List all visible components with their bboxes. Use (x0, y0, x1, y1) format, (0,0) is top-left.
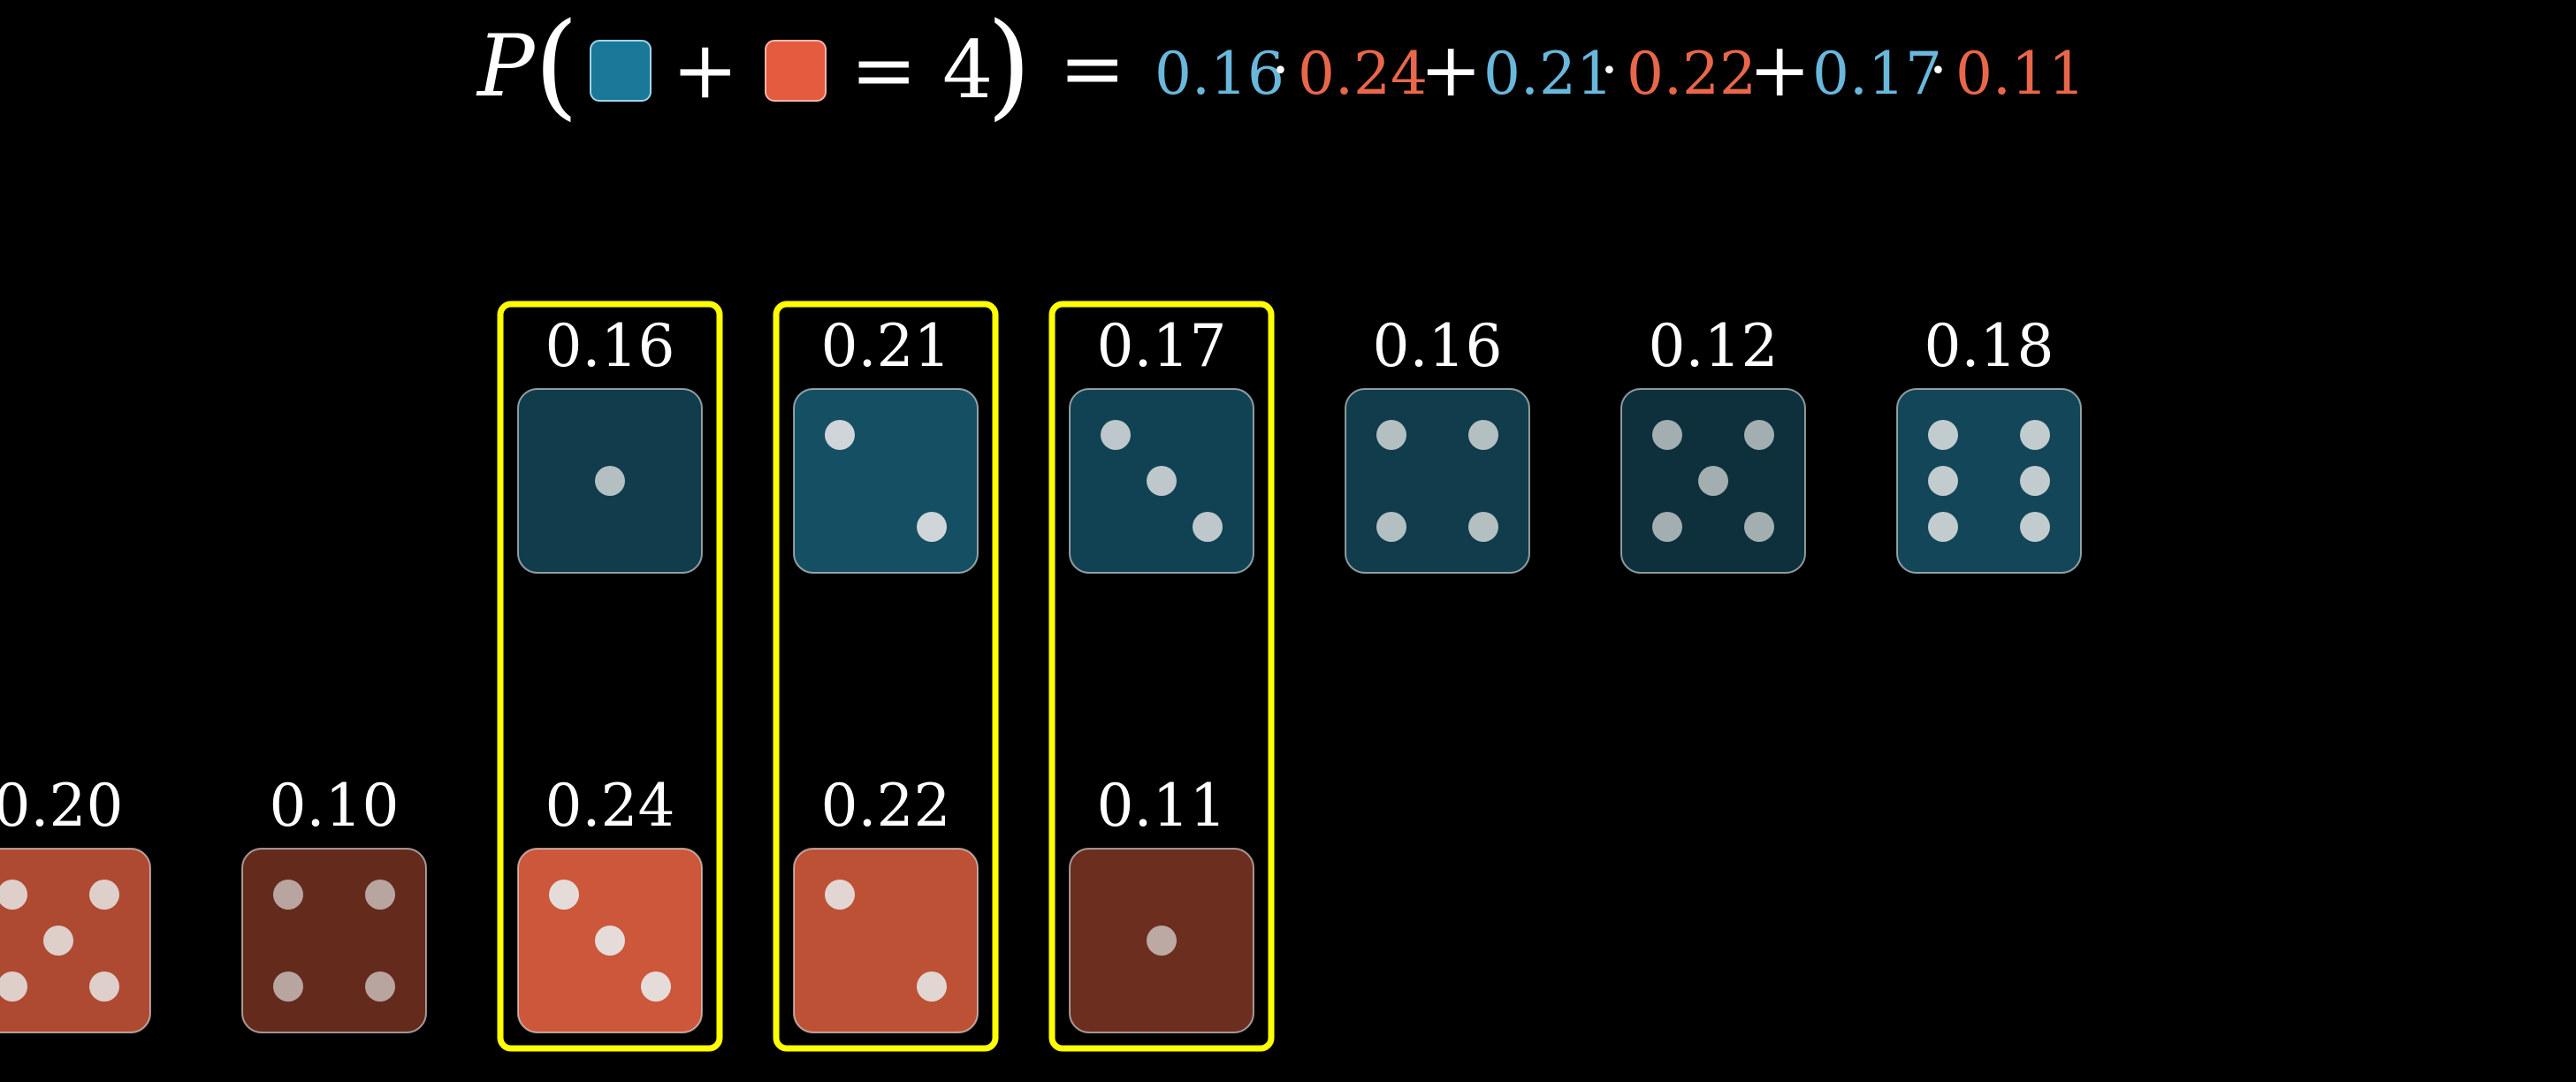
red-die-2-pip (365, 880, 395, 910)
blue-die-3-pip (1147, 466, 1177, 496)
formula-term-1-red: 0.24 (1298, 40, 1428, 108)
red-die-2-pip (365, 972, 395, 1002)
blue-die-5-pip (1652, 512, 1682, 542)
blue-die-swatch (590, 40, 652, 102)
formula-open-paren: ( (534, 0, 579, 132)
blue-die-4-face (1345, 388, 1530, 574)
blue-die-3-pip (1101, 420, 1131, 450)
blue-die-2-label: 0.21 (821, 312, 951, 380)
blue-die-4: 0.16 (1345, 312, 1530, 574)
formula-equals-four: = 4 (850, 24, 993, 117)
highlight-boxes (497, 301, 1275, 1052)
formula-equals: = (1059, 22, 1125, 115)
red-die-swatch (765, 40, 827, 102)
blue-die-4-pip (1376, 512, 1406, 542)
red-die-4: 0.22 (793, 772, 979, 1033)
red-die-4-face (793, 848, 979, 1033)
formula-terms: 0.16·0.24+0.21·0.22+0.17·0.11 (1155, 27, 2085, 113)
blue-die-6-label: 0.18 (1924, 312, 2054, 380)
red-die-5: 0.11 (1069, 772, 1254, 1033)
formula-dot-2: · (1600, 36, 1619, 104)
blue-die-4-pip (1468, 420, 1498, 450)
red-die-1-pip (89, 880, 119, 910)
blue-die-6-pip (1928, 512, 1958, 542)
blue-die-4-label: 0.16 (1373, 312, 1503, 380)
formula-close-paren: ) (987, 0, 1032, 132)
blue-die-5-pip (1744, 420, 1774, 450)
blue-die-3-label: 0.17 (1097, 312, 1227, 380)
red-die-4-pip (917, 972, 947, 1002)
red-die-1-pip (0, 880, 27, 910)
probability-formula: P ( + = 4 ) = 0.16·0.24+0.21·0.22+0.17·0… (476, 0, 2085, 132)
red-die-5-pip (1147, 926, 1177, 956)
blue-die-6-face (1896, 388, 2082, 574)
blue-die-1: 0.16 (517, 312, 703, 574)
formula-term-1-blue: 0.16 (1155, 40, 1284, 108)
blue-die-3-pip (1193, 512, 1223, 542)
blue-die-6: 0.18 (1896, 312, 2082, 574)
red-die-2-label: 0.10 (270, 772, 400, 840)
blue-die-1-label: 0.16 (545, 312, 675, 380)
blue-die-2-pip (917, 512, 947, 542)
red-die-2-pip (273, 880, 303, 910)
blue-die-2-face (793, 388, 979, 574)
blue-die-5: 0.12 (1620, 312, 1806, 574)
red-dice-row: 0.20 0.10 0.24 0.22 0.11 (0, 772, 1254, 1033)
red-die-4-pip (825, 880, 855, 910)
red-die-3-label: 0.24 (545, 772, 675, 840)
red-die-3-pip (595, 926, 625, 956)
blue-die-5-pip (1652, 420, 1682, 450)
red-die-1-face (0, 848, 151, 1033)
blue-dice-row: 0.16 0.21 0.17 0.16 0.12 0.18 (517, 312, 2082, 574)
red-die-1: 0.20 (0, 772, 151, 1033)
red-die-1-pip (0, 972, 27, 1002)
blue-die-6-pip (2020, 420, 2050, 450)
blue-die-1-pip (595, 466, 625, 496)
highlight-box-2 (773, 301, 999, 1052)
red-die-4-label: 0.22 (821, 772, 951, 840)
red-die-1-pip (89, 972, 119, 1002)
formula-plus-3: + (1749, 27, 1810, 113)
blue-die-5-label: 0.12 (1649, 312, 1779, 380)
red-die-3-pip (641, 972, 671, 1002)
formula-dot-1: · (1271, 36, 1290, 104)
blue-die-4-pip (1468, 512, 1498, 542)
red-die-2: 0.10 (241, 772, 427, 1033)
formula-term-3-blue: 0.17 (1812, 40, 1942, 108)
blue-die-2: 0.21 (793, 312, 979, 574)
red-die-3: 0.24 (517, 772, 703, 1033)
red-die-1-pip (43, 926, 73, 956)
blue-die-5-pip (1744, 512, 1774, 542)
formula-term-3-red: 0.11 (1955, 40, 2085, 108)
blue-die-3: 0.17 (1069, 312, 1254, 574)
blue-die-6-pip (1928, 466, 1958, 496)
blue-die-2-pip (825, 420, 855, 450)
formula-dot-3: · (1929, 36, 1947, 104)
formula-p: P (476, 17, 536, 116)
red-die-2-face (241, 848, 427, 1033)
blue-die-6-pip (2020, 512, 2050, 542)
blue-die-5-pip (1698, 466, 1728, 496)
formula-plus-1: + (672, 24, 738, 117)
red-die-1-label: 0.20 (0, 772, 123, 840)
red-die-5-label: 0.11 (1097, 772, 1227, 840)
highlight-box-3 (1048, 301, 1275, 1052)
red-die-2-pip (273, 972, 303, 1002)
blue-die-6-pip (2020, 466, 2050, 496)
red-die-3-pip (549, 880, 579, 910)
formula-plus-2: + (1420, 27, 1482, 113)
formula-term-2-blue: 0.21 (1483, 40, 1613, 108)
blue-die-4-pip (1376, 420, 1406, 450)
blue-die-6-pip (1928, 420, 1958, 450)
formula-term-2-red: 0.22 (1627, 40, 1757, 108)
highlight-box-1 (497, 301, 723, 1052)
